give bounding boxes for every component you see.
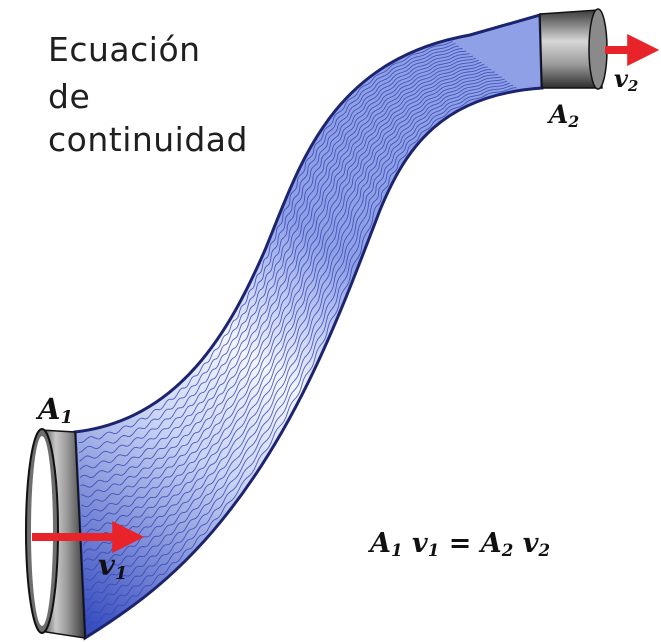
- title-line-1: Ecuación: [48, 30, 201, 69]
- title-line-3: continuidad: [48, 120, 248, 159]
- label-a2: A2: [549, 100, 579, 131]
- label-v1: v1: [98, 548, 127, 584]
- outlet-pipe: [540, 9, 607, 89]
- label-a1: A1: [38, 392, 73, 428]
- label-v2: v2: [614, 64, 638, 95]
- continuity-equation: A1 v1 = A2 v2: [370, 528, 550, 560]
- title-line-2: de: [48, 77, 90, 116]
